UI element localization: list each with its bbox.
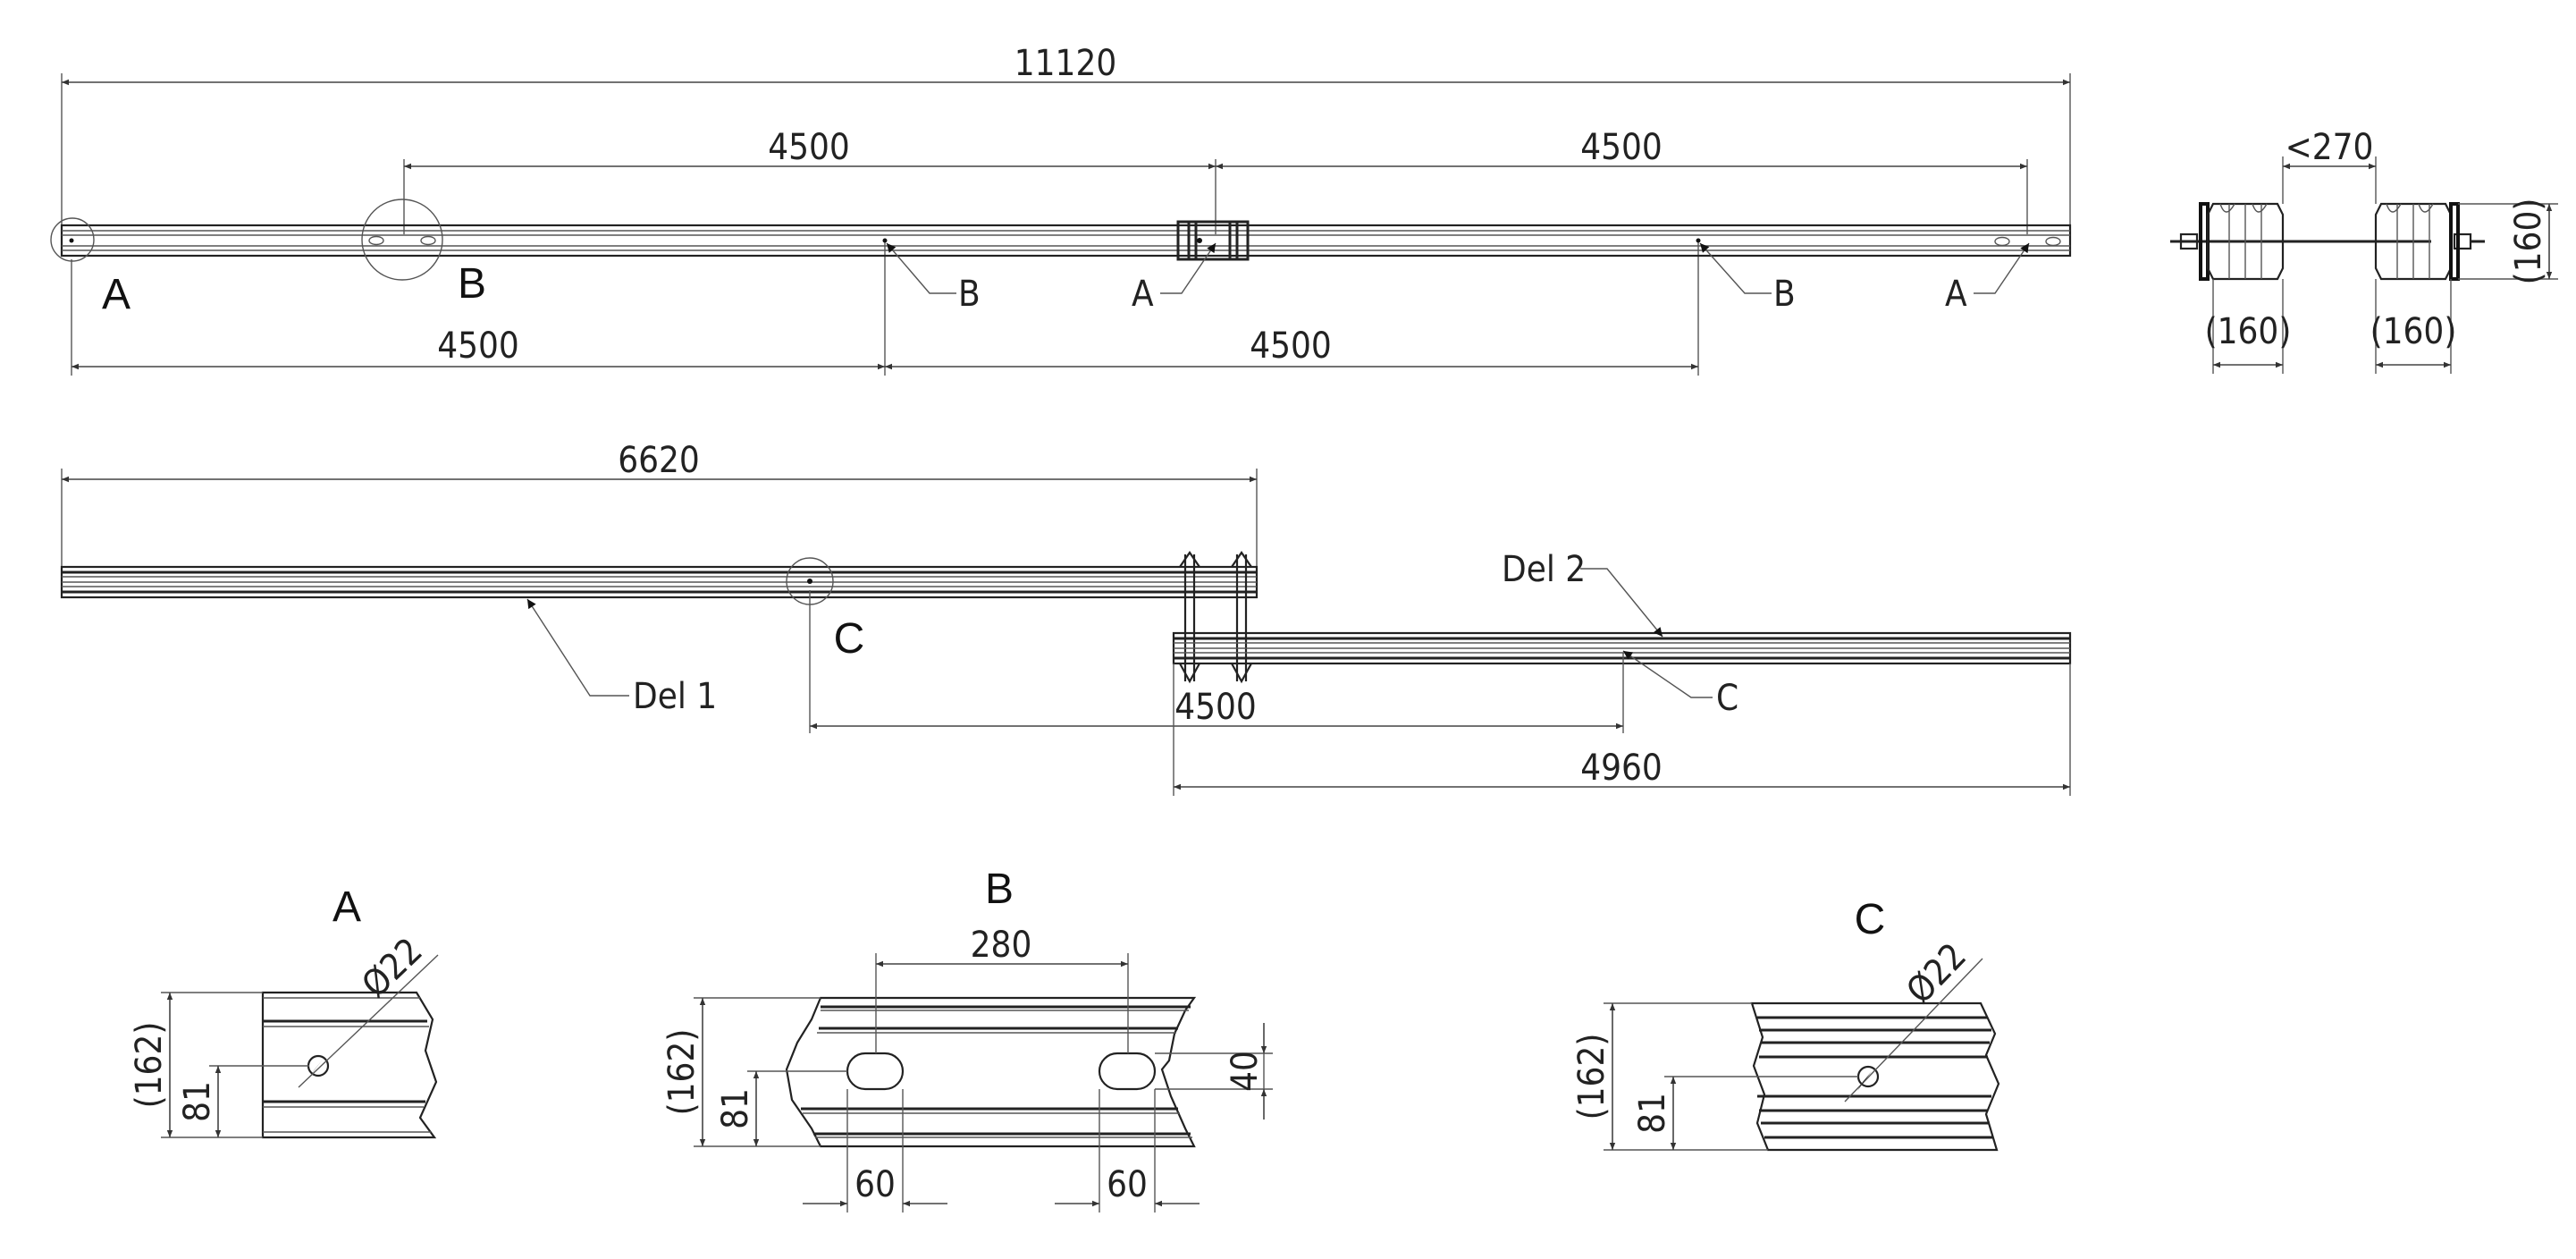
callout-c: C bbox=[1622, 650, 1738, 719]
end-view-right-rail bbox=[2374, 202, 2460, 281]
end-view-gap-dimension: <270 bbox=[2283, 127, 2376, 170]
part1-length-dimension: 6620 bbox=[62, 440, 1257, 483]
end-view-right-width-dimension: (160) bbox=[2370, 311, 2457, 368]
callout-b-1: B bbox=[886, 242, 981, 315]
upper-right-dimension: 4500 bbox=[1216, 127, 2027, 170]
detail-b-height-dimension: (162) bbox=[661, 998, 706, 1146]
width-left-label: (160) bbox=[2205, 311, 2292, 352]
svg-text:(162): (162) bbox=[129, 1022, 170, 1109]
detail-a-circle bbox=[50, 217, 95, 262]
detail-b-spacing-label: 280 bbox=[971, 925, 1032, 966]
svg-text:B: B bbox=[958, 274, 981, 315]
lower-left-dimension: 4500 bbox=[72, 325, 885, 370]
callout-b-2: B bbox=[1699, 242, 1796, 315]
svg-text:81: 81 bbox=[1632, 1093, 1673, 1134]
hole-offset-dimension: 4500 bbox=[810, 687, 1623, 730]
detail-c-title: C bbox=[1855, 896, 1886, 943]
part2-beam bbox=[1172, 631, 2072, 665]
svg-text:Del 2: Del 2 bbox=[1502, 549, 1586, 590]
part2-callout: Del 2 bbox=[1502, 549, 1663, 638]
upper-left-dimension: 4500 bbox=[404, 127, 1216, 170]
end-view-left-rail bbox=[2199, 202, 2285, 281]
detail-a-hole-height-dimension: 81 bbox=[177, 1066, 222, 1137]
splice-bolts bbox=[1179, 551, 1252, 684]
end-view: <270 (160) (160) (160) bbox=[2170, 127, 2558, 374]
detail-b-marker: B bbox=[458, 260, 486, 308]
width-right-label: (160) bbox=[2370, 311, 2457, 352]
lower-left-dim-label: 4500 bbox=[437, 325, 519, 367]
detail-b-title: B bbox=[985, 866, 1014, 913]
lower-right-dim-label: 4500 bbox=[1250, 325, 1332, 367]
hole-offset-label: 4500 bbox=[1174, 687, 1257, 728]
part2-length-dimension: 4960 bbox=[1174, 748, 2070, 790]
part1-length-label: 6620 bbox=[618, 440, 700, 481]
detail-a-height-dimension: (162) bbox=[129, 993, 173, 1137]
detail-c-height-dimension: (162) bbox=[1571, 1003, 1616, 1150]
part2-length-label: 4960 bbox=[1580, 748, 1663, 789]
end-view-left-width-dimension: (160) bbox=[2205, 311, 2292, 368]
part1-callout: Del 1 bbox=[526, 598, 717, 717]
svg-text:A: A bbox=[1132, 274, 1154, 315]
detail-a-title: A bbox=[333, 883, 361, 931]
svg-text:C: C bbox=[1716, 678, 1738, 719]
detail-a: A Ø22 (162) 81 bbox=[129, 883, 439, 1139]
svg-text:(162): (162) bbox=[1571, 1034, 1612, 1120]
detail-c-marker: C bbox=[834, 615, 865, 663]
svg-text:81: 81 bbox=[715, 1088, 756, 1129]
side-view: 6620 bbox=[60, 440, 2072, 796]
upper-left-dim-label: 4500 bbox=[768, 127, 850, 168]
svg-text:(162): (162) bbox=[661, 1029, 703, 1116]
overall-length-label: 11120 bbox=[1014, 43, 1116, 84]
detail-b: B 280 (162) 81 bbox=[661, 866, 1273, 1213]
part1-beam bbox=[60, 565, 1259, 599]
gap-label: <270 bbox=[2286, 127, 2374, 168]
detail-b-hole-height-dimension: 81 bbox=[715, 1071, 760, 1146]
svg-text:Del 1: Del 1 bbox=[633, 676, 717, 717]
svg-text:A: A bbox=[1945, 274, 1967, 315]
detail-a-diameter: Ø22 bbox=[354, 930, 430, 1006]
detail-c-hole-height-dimension: 81 bbox=[1632, 1077, 1677, 1150]
end-view-height-dimension: (160) bbox=[2508, 199, 2553, 285]
beam-top-view bbox=[60, 220, 2072, 261]
detail-b-circle bbox=[361, 199, 443, 281]
top-view: 11120 4500 4500 bbox=[50, 43, 2072, 376]
detail-b-hole-spacing-dimension: 280 bbox=[876, 925, 1128, 967]
detail-b-slot-width-right: 60 bbox=[1107, 1164, 1148, 1205]
callout-a-1: A bbox=[1132, 242, 1216, 315]
detail-a-marker: A bbox=[102, 271, 130, 318]
svg-text:81: 81 bbox=[177, 1081, 218, 1122]
end-height-label: (160) bbox=[2508, 199, 2549, 285]
detail-b-slot-height: 40 bbox=[1225, 1051, 1266, 1092]
detail-c: C Ø22 (162) 81 bbox=[1571, 896, 2000, 1152]
callout-a-2: A bbox=[1945, 242, 2030, 315]
upper-right-dim-label: 4500 bbox=[1580, 127, 1663, 168]
svg-text:B: B bbox=[1773, 274, 1796, 315]
lower-right-dimension: 4500 bbox=[885, 325, 1698, 370]
overall-length-dimension: 11120 bbox=[62, 43, 2070, 86]
detail-b-slot-width-left: 60 bbox=[854, 1164, 896, 1205]
detail-c-diameter: Ø22 bbox=[1898, 935, 1974, 1011]
